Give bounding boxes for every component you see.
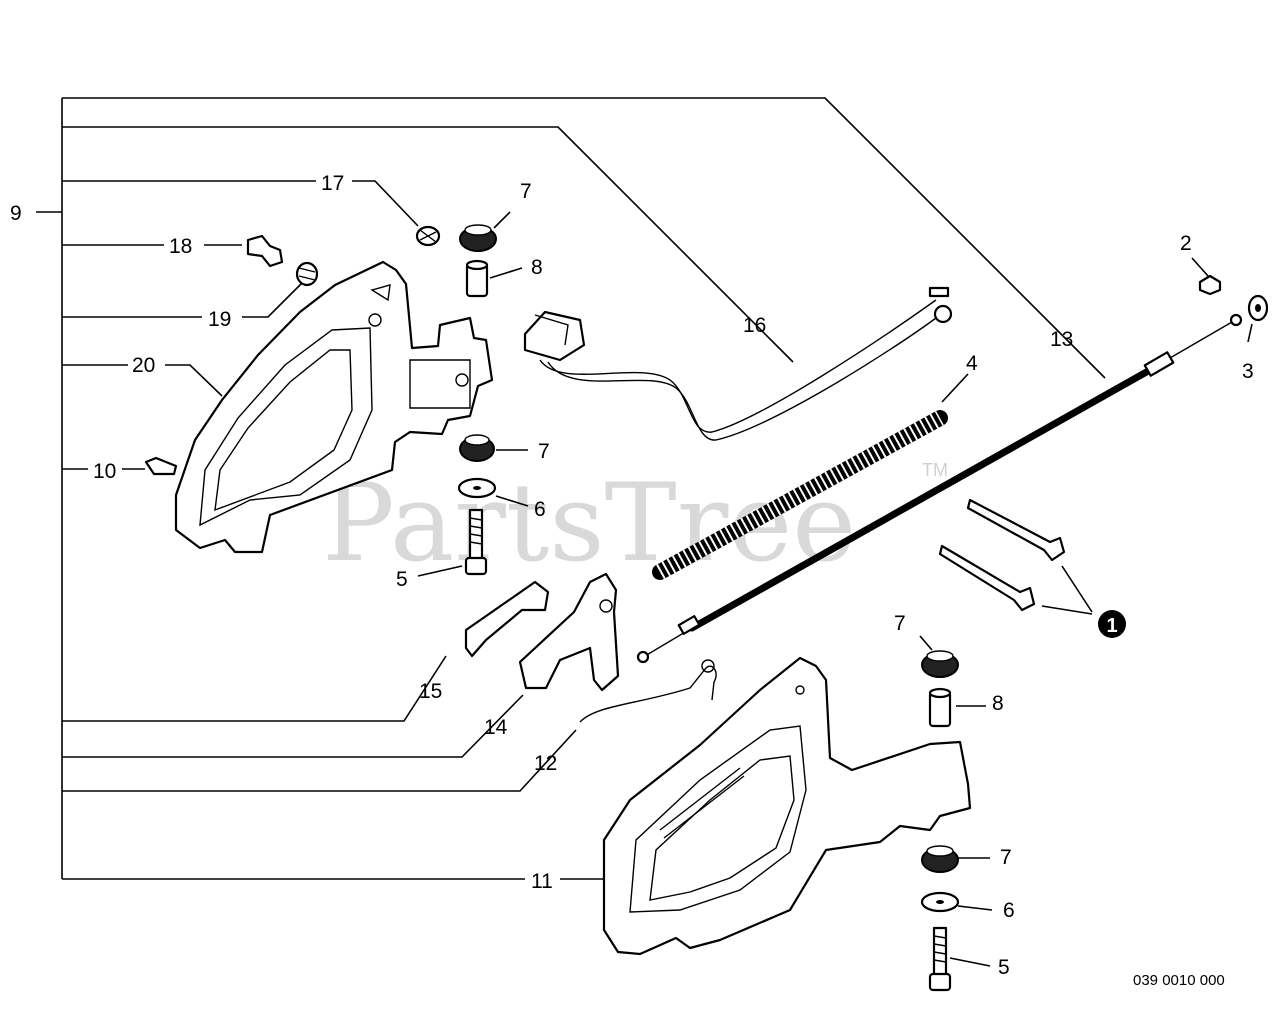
callout-6-left: 6 [534, 498, 546, 521]
callout-labels: 9 17 18 19 20 10 7 8 7 6 5 16 13 4 2 3 1… [10, 172, 1254, 979]
callout-10: 10 [93, 460, 116, 483]
note-marker-label: 1 [1106, 615, 1117, 637]
part-19-spring [295, 261, 319, 287]
part-18-knob [246, 234, 284, 268]
callout-7-upper-right: 7 [894, 612, 906, 635]
callout-8-upper-left: 8 [531, 256, 543, 279]
part-14-throttle-trigger [518, 572, 620, 692]
callout-7-lower-right: 7 [1000, 846, 1012, 869]
note-marker-1: 1 [1098, 610, 1126, 638]
diagram-reference-code: 039 0010 000 [1133, 972, 1225, 989]
part-13-throttle-cable [636, 313, 1243, 664]
part-10-screw [144, 456, 178, 476]
watermark-tm: TM [922, 460, 948, 480]
part-5-bolt-right [928, 926, 952, 992]
callout-16: 16 [743, 314, 766, 337]
callout-15: 15 [419, 680, 442, 703]
part-6-washer-right [920, 891, 960, 913]
part-15-lockout-lever [464, 580, 550, 658]
left-handle-housing [174, 260, 494, 554]
assembly-bracket-lines [36, 97, 1106, 880]
callout-18: 18 [169, 235, 192, 258]
callout-19: 19 [208, 308, 231, 331]
callout-5-right: 5 [998, 956, 1010, 979]
callout-3: 3 [1242, 360, 1254, 383]
part-17-nut [415, 225, 441, 247]
callout-7-upper-left: 7 [520, 180, 532, 203]
callout-4: 4 [966, 352, 978, 375]
part-2-nut [1198, 274, 1222, 296]
part-8-sleeve-upper-right [928, 687, 952, 728]
callout-leader-lines [417, 211, 1253, 967]
callout-9: 9 [10, 202, 22, 225]
part-7-grommet-lower-right [921, 845, 959, 873]
callout-13: 13 [1050, 328, 1073, 351]
callout-5-left: 5 [396, 568, 408, 591]
part-7-grommet-lower-left [459, 434, 495, 462]
right-handle-housing [602, 656, 972, 956]
part-6-washer-left [457, 477, 497, 499]
part-7-grommet-upper-left [459, 224, 497, 252]
callout-2: 2 [1180, 232, 1192, 255]
part-8-sleeve-upper-left [465, 259, 489, 298]
part-4-spring [652, 410, 948, 580]
part-12-throttle-rod [579, 659, 717, 723]
callout-20: 20 [132, 354, 155, 377]
watermark-logo: PartsTree [322, 461, 856, 586]
callout-8-right: 8 [992, 692, 1004, 715]
part-16-stop-switch-wiring [523, 286, 953, 441]
callout-7-lower-left: 7 [538, 440, 550, 463]
part-7-grommet-upper-right [921, 650, 959, 678]
cable-ties [938, 498, 1093, 615]
callout-6-right: 6 [1003, 899, 1015, 922]
callout-11: 11 [531, 870, 553, 893]
part-3-nut [1247, 294, 1269, 322]
callout-17: 17 [321, 172, 344, 195]
part-5-bolt-left [464, 508, 488, 576]
callout-12: 12 [534, 752, 557, 775]
callout-14: 14 [484, 716, 508, 739]
